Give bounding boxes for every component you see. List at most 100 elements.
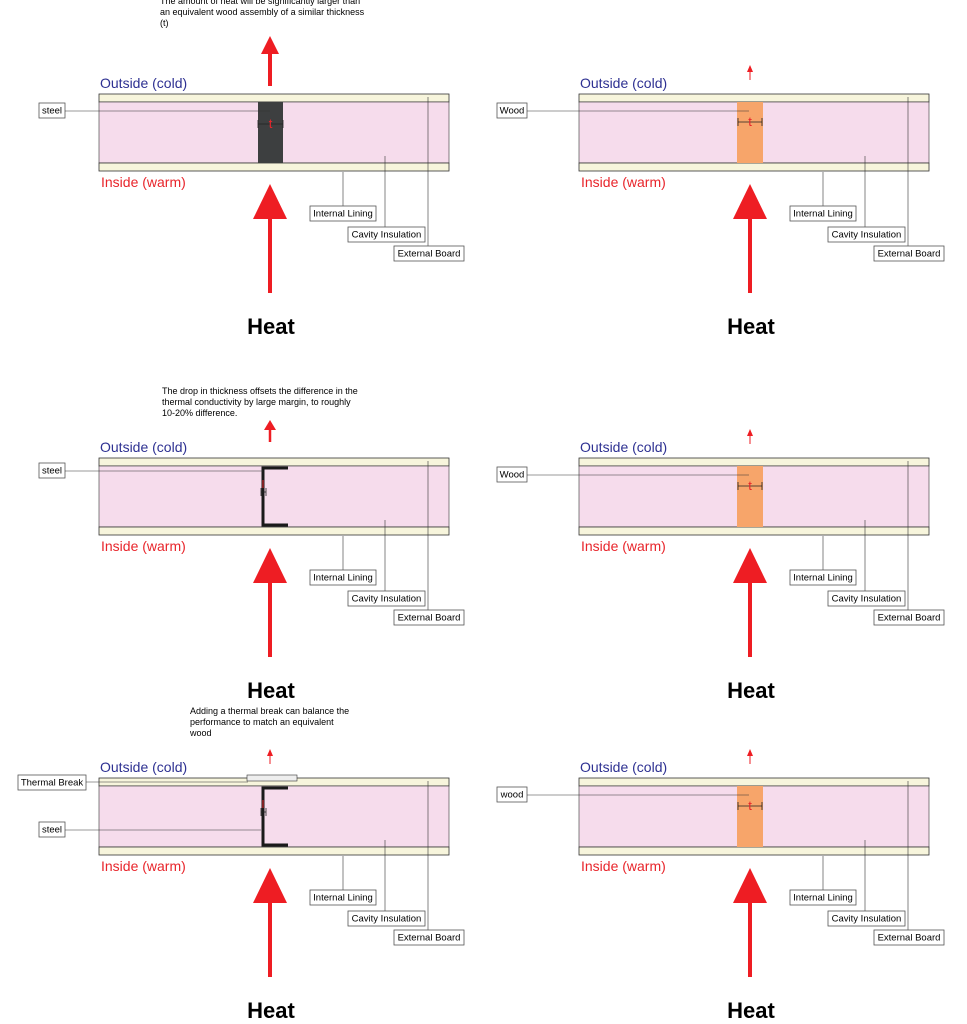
stud-label-box: [496, 466, 528, 483]
heat-out-arrow-head: [264, 420, 276, 430]
outside-label: Outside (cold): [580, 75, 667, 91]
internal-lining-label-text: Internal Lining: [313, 209, 373, 220]
note-line: The amount of heat will be significantly…: [160, 0, 360, 6]
external-board-label-box: [393, 245, 465, 262]
internal-lining: [98, 526, 450, 536]
external-board-label: External Board: [393, 609, 465, 626]
external-board-label: External Board: [393, 245, 465, 262]
external-board-label-box: [393, 609, 465, 626]
external-board-label-box: [873, 929, 945, 946]
stud-label: steel: [38, 102, 66, 119]
steel-c-channel: [261, 786, 288, 847]
heat-out-arrow-head: [747, 65, 753, 72]
heat-in-arrow-head: [733, 548, 767, 583]
panel-steel-solid: The amount of heat will be significantly…: [38, 0, 465, 339]
internal-lining-label-box: [789, 889, 857, 906]
cavity-insulation-label-text: Cavity Insulation: [352, 230, 422, 241]
panel-wood-3: t Outside (cold) Inside (warm) Heat woodInte…: [496, 749, 945, 1023]
stud-label-box: [496, 786, 528, 803]
t-label: t: [748, 114, 752, 129]
cavity-insulation: [98, 785, 450, 848]
note-line: Adding a thermal break can balance the: [190, 706, 349, 716]
inside-label: Inside (warm): [581, 858, 666, 874]
external-board-label: External Board: [873, 929, 945, 946]
external-board-label-text: External Board: [878, 933, 941, 944]
heat-label: Heat: [727, 314, 775, 339]
stud-label: Wood: [496, 102, 528, 119]
external-board-label: External Board: [873, 245, 945, 262]
heat-label: Heat: [727, 998, 775, 1023]
heat-label: Heat: [247, 678, 295, 703]
cavity-insulation-label-box: [827, 226, 906, 243]
thermal-break-label-box: [17, 774, 87, 791]
note-line: 10-20% difference.: [162, 408, 237, 418]
inside-label: Inside (warm): [581, 174, 666, 190]
internal-lining: [578, 846, 930, 856]
heat-out-arrow-head: [267, 749, 273, 756]
inside-label: Inside (warm): [581, 538, 666, 554]
internal-lining-label-text: Internal Lining: [793, 893, 853, 904]
cavity-insulation-label-box: [827, 590, 906, 607]
external-board-label: External Board: [393, 929, 465, 946]
stud-label-text: steel: [42, 466, 62, 477]
note-line: The drop in thickness offsets the differ…: [162, 386, 358, 396]
panel-steel-channel: The drop in thickness offsets the differ…: [38, 386, 465, 703]
internal-lining: [98, 162, 450, 172]
stud-label-box: [38, 102, 66, 119]
stud-label: steel: [38, 821, 66, 838]
internal-lining-label: Internal Lining: [789, 205, 857, 222]
external-board-label-text: External Board: [398, 933, 461, 944]
heat-label: Heat: [727, 678, 775, 703]
internal-lining-label: Internal Lining: [309, 205, 377, 222]
steel-c-channel: [261, 466, 288, 527]
external-board-label-text: External Board: [878, 249, 941, 260]
external-board-label-box: [873, 245, 945, 262]
cavity-insulation-label: Cavity Insulation: [347, 226, 426, 243]
heat-in-arrow-head: [253, 868, 287, 903]
stud-label-text: Wood: [500, 470, 525, 481]
cavity-insulation-label: Cavity Insulation: [827, 590, 906, 607]
heat-in-arrow-head: [253, 548, 287, 583]
external-board-label-text: External Board: [398, 249, 461, 260]
internal-lining: [578, 526, 930, 536]
external-board-label-text: External Board: [398, 613, 461, 624]
stud-label-text: steel: [42, 825, 62, 836]
stud-label-text: wood: [500, 790, 524, 801]
internal-lining-label: Internal Lining: [309, 569, 377, 586]
external-board-label-text: External Board: [878, 613, 941, 624]
cavity-insulation-label-text: Cavity Insulation: [352, 594, 422, 605]
external-board: [98, 93, 450, 103]
external-board: [578, 93, 930, 103]
stud-label-box: [496, 102, 528, 119]
internal-lining-label: Internal Lining: [789, 889, 857, 906]
heat-in-arrow-head: [253, 184, 287, 219]
internal-lining-label-box: [309, 569, 377, 586]
internal-lining-label-box: [789, 569, 857, 586]
internal-lining: [578, 162, 930, 172]
heat-in-arrow-head: [733, 868, 767, 903]
internal-lining: [98, 846, 450, 856]
internal-lining-label: Internal Lining: [309, 889, 377, 906]
internal-lining-label-text: Internal Lining: [793, 209, 853, 220]
internal-lining-label-text: Internal Lining: [313, 893, 373, 904]
heat-in-arrow-head: [733, 184, 767, 219]
wood-stud: [737, 102, 763, 163]
inside-label: Inside (warm): [101, 858, 186, 874]
thermal-break: [246, 774, 298, 782]
t-label: t: [748, 798, 752, 813]
note-line: (t): [160, 18, 169, 28]
outside-label: Outside (cold): [580, 759, 667, 775]
t-label: t: [748, 478, 752, 493]
t-label: t: [269, 116, 273, 131]
stud-label: wood: [496, 786, 528, 803]
wood-stud: [737, 466, 763, 527]
heat-out-arrow-head: [261, 36, 279, 54]
external-board: [578, 457, 930, 467]
external-board: [98, 457, 450, 467]
stud-label-box: [38, 462, 66, 479]
steel-stud: [258, 102, 283, 163]
external-board-label-box: [873, 609, 945, 626]
